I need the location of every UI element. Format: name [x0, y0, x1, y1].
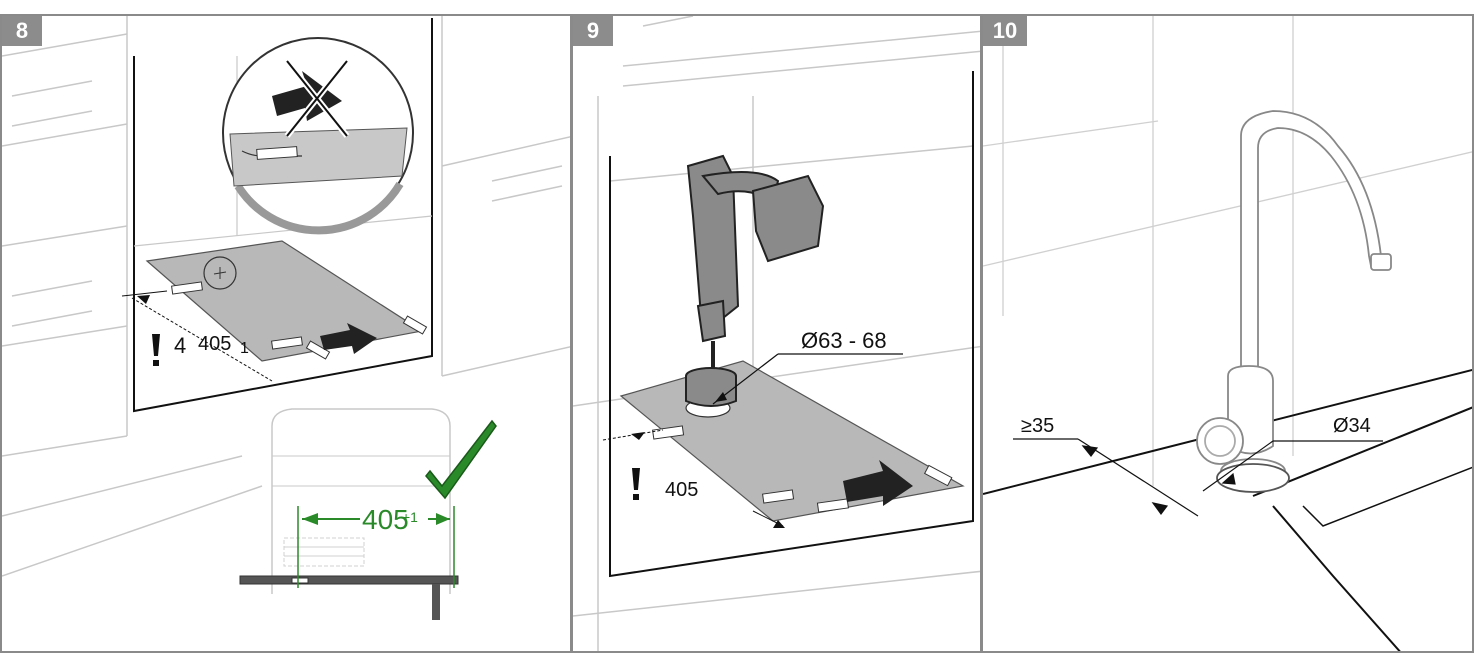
detail-magnifier — [222, 37, 414, 235]
sink-icon — [1252, 406, 1472, 651]
cabinet-niche — [133, 18, 433, 413]
tap-diameter-label: Ø34 — [1333, 415, 1371, 437]
dimension-main-label: 405 — [665, 479, 698, 501]
cabinet-lines — [2, 16, 570, 577]
dimension-main-label: 405 — [198, 333, 231, 355]
step-number-badge: 8 — [2, 16, 42, 46]
detail-dimension-label: 405 — [362, 504, 409, 535]
dimension-tolerance-partial-label: 1 — [240, 340, 249, 357]
hole-diameter-label: Ø63 - 68 — [801, 328, 887, 353]
wrong-orientation-icon — [272, 59, 350, 138]
detail-tolerance-label: +1 — [402, 509, 418, 525]
step-8-illustration: 4 405 1 — [2, 16, 570, 620]
template-hole-mark — [203, 256, 237, 290]
hole-saw-icon — [685, 367, 737, 407]
exclamation-icon — [152, 334, 160, 366]
tap-icon — [1196, 110, 1392, 493]
step-9-illustration: Ø63 - 68 405 — [573, 16, 980, 651]
checkmark-icon — [425, 419, 497, 500]
exclamation-icon — [632, 468, 640, 500]
step-10-illustration: ≥35 Ø34 — [983, 16, 1472, 651]
step-number-badge: 10 — [983, 16, 1027, 46]
step-number-badge: 9 — [573, 16, 613, 46]
arrow-icon — [843, 460, 913, 506]
appliance-detail: 405 +1 — [239, 408, 459, 620]
cabinet-niche — [609, 71, 974, 578]
arrow-icon — [320, 323, 377, 354]
dimension-partial-label: 4 — [174, 333, 186, 358]
step-9-panel: 9 — [571, 14, 982, 653]
step-10-panel: 10 — [981, 14, 1474, 653]
distance-dimension — [1013, 438, 1383, 517]
min-distance-label: ≥35 — [1021, 415, 1054, 437]
step-8-panel: 8 — [0, 14, 572, 653]
drill-icon — [686, 154, 825, 371]
